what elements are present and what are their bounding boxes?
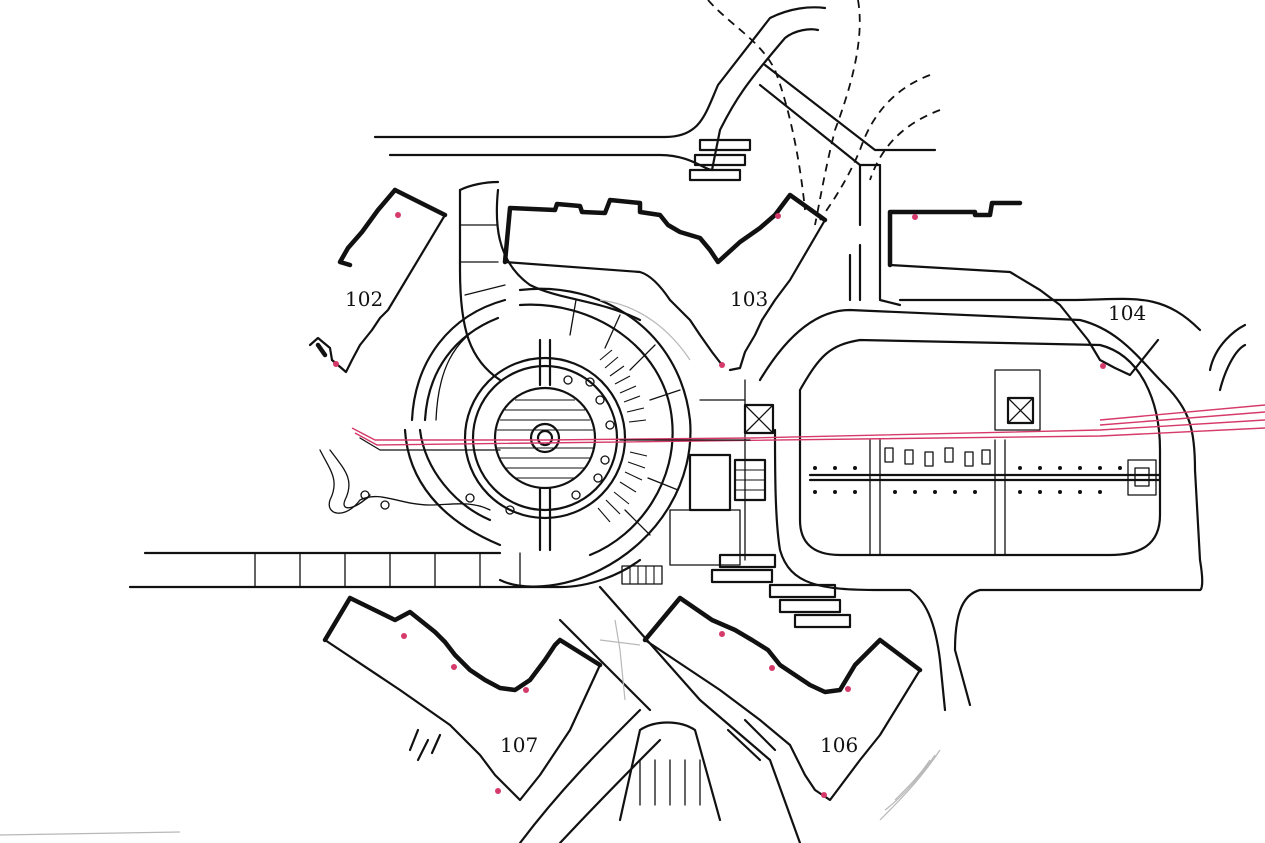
building-106 <box>642 595 923 802</box>
building-label-107: 107 <box>500 733 538 757</box>
entrance-dot <box>395 212 401 218</box>
entrance-dot <box>495 788 501 794</box>
terrace-hatching <box>597 349 648 523</box>
entrance-dot <box>775 213 781 219</box>
building-label-106: 106 <box>820 733 858 757</box>
connector-structures <box>669 138 862 629</box>
entrance-markers <box>333 212 1106 798</box>
entrance-dot <box>1100 363 1106 369</box>
plaza-hatching <box>497 399 593 479</box>
entrance-dot <box>769 665 775 671</box>
entrance-dot <box>719 631 725 637</box>
seating-marks <box>884 447 991 467</box>
building-label-104: 104 <box>1108 301 1146 325</box>
building-104 <box>887 200 1160 377</box>
central-plaza <box>319 287 692 588</box>
entrance-dot <box>912 214 918 220</box>
building-102 <box>308 187 448 374</box>
right-block-grid <box>808 369 1162 556</box>
road-network <box>128 0 1247 843</box>
building-103 <box>502 192 828 372</box>
pencil-marks <box>0 299 941 836</box>
building-label-102: 102 <box>345 287 383 311</box>
entrance-dot <box>821 792 827 798</box>
entrance-dot <box>333 361 339 367</box>
central-axis-line <box>351 404 1265 451</box>
building-label-103: 103 <box>730 287 768 311</box>
entrance-dot <box>719 362 725 368</box>
entrance-dot <box>401 633 407 639</box>
tree-dots <box>813 466 1122 494</box>
building-107 <box>322 595 603 802</box>
entrance-dot <box>845 686 851 692</box>
entrance-dot <box>451 664 457 670</box>
entrance-dot <box>523 687 529 693</box>
